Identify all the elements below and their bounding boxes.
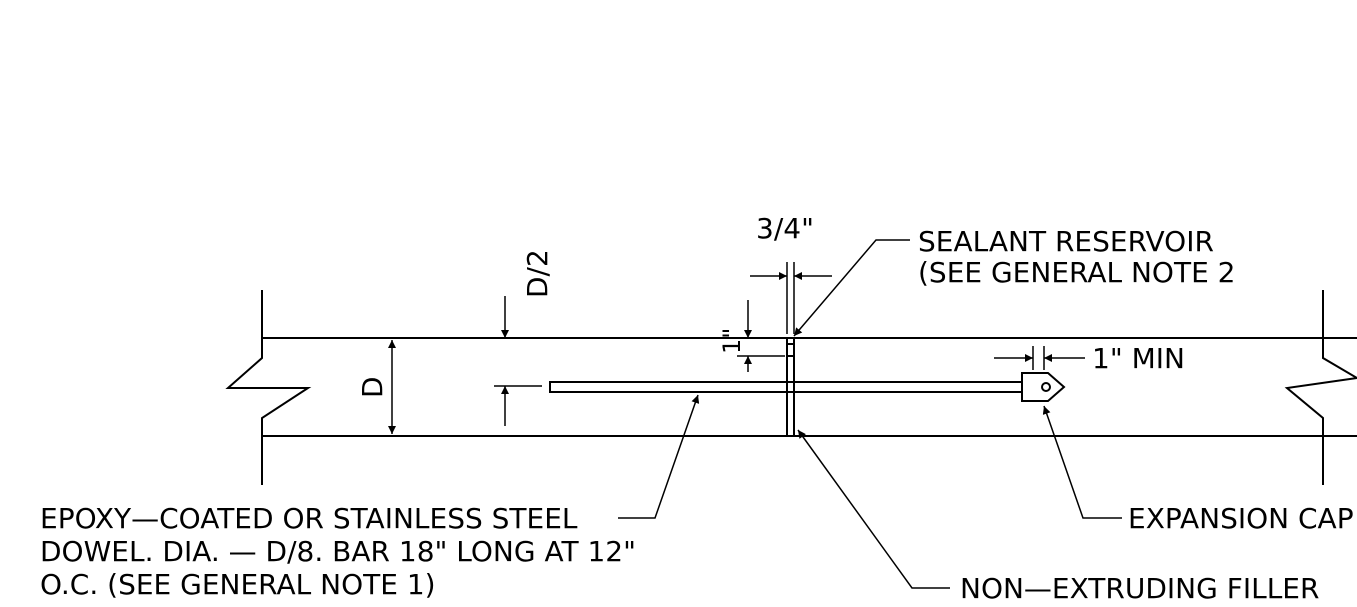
label-sealant-line2: (SEE GENERAL NOTE 2 [918,256,1235,289]
leader-sealant [793,239,910,337]
dimension-one-inch-min [994,346,1085,370]
label-one-inch: 1" [718,328,746,354]
label-epoxy-line3: O.C. (SEE GENERAL NOTE 1) [40,568,436,601]
label-non-extruding: NON—EXTRUDING FILLER [960,572,1319,605]
label-sealant-line1: SEALANT RESERVOIR [918,225,1214,258]
leader-dowel [618,394,700,519]
label-d-half: D/2 [521,249,554,298]
label-epoxy-line1: EPOXY—COATED OR STAINLESS STEEL [40,502,578,535]
label-d: D [356,376,389,398]
expansion-cap [1021,372,1066,402]
label-expansion-cap: EXPANSION CAP [1128,502,1354,535]
sealant-reservoir [786,343,795,357]
joint-filler [786,337,795,437]
label-one-inch-min: 1" MIN [1092,342,1185,375]
leader-filler [797,429,950,589]
dimension-three-quarter [750,262,832,334]
dimension-d-half [494,296,542,426]
dimension-one-inch [737,300,785,372]
label-epoxy-line2: DOWEL. DIA. — D/8. BAR 18" LONG AT 12" [40,535,636,568]
leader-expansion-cap [1042,405,1122,519]
label-three-quarter: 3/4" [756,212,814,245]
slab-outline [225,290,1357,485]
